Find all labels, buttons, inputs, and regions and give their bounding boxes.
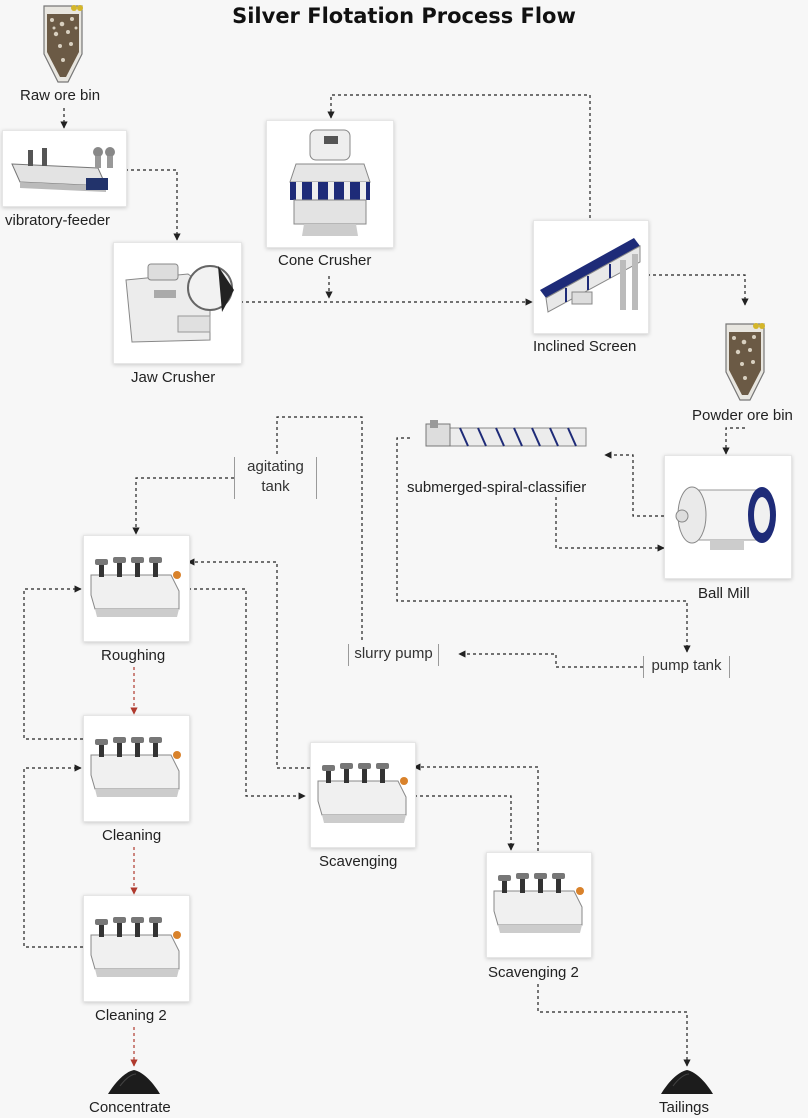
link-classifier-ballmill xyxy=(555,497,665,552)
agitating-tank-node: agitating tank xyxy=(234,457,317,499)
diagram-title: Silver Flotation Process Flow xyxy=(232,4,576,28)
link-cleaning-roughing xyxy=(23,585,83,740)
ore-bin-icon xyxy=(43,5,83,83)
concentrate-label: Concentrate xyxy=(89,1099,171,1116)
link-roughing-scavenging xyxy=(188,588,306,800)
agitating-tank-label-line2: tank xyxy=(261,478,290,495)
ore-pile-icon xyxy=(661,1070,713,1094)
spiral-classifier-icon xyxy=(425,420,587,447)
cone-crusher-icon xyxy=(289,129,371,236)
link-screen-cone xyxy=(327,94,591,218)
link-scavenging2-tailings xyxy=(537,984,691,1067)
scavenging-2-label: Scavenging 2 xyxy=(488,964,579,981)
raw-ore-bin-label: Raw ore bin xyxy=(20,87,101,104)
agitating-tank-label-line1: agitating xyxy=(247,458,304,475)
ore-bin-icon xyxy=(725,323,765,401)
slurry-pump-node: slurry pump xyxy=(348,644,439,666)
link-slurrypump-agitating xyxy=(276,416,363,640)
link-cleaning2-cleaning xyxy=(23,764,83,948)
roughing-label: Roughing xyxy=(101,647,166,664)
vibratory-feeder-label: vibratory-feeder xyxy=(5,212,111,229)
ore-pile-icon xyxy=(108,1070,160,1094)
flotation-cell-icon xyxy=(317,763,408,823)
flotation-cell-icon xyxy=(90,557,181,617)
link-scavenging2-scavenging xyxy=(413,763,539,851)
link-classifier-pumptank xyxy=(396,437,691,653)
inclined-screen-label: Inclined Screen xyxy=(533,338,637,355)
pump-tank-node: pump tank xyxy=(643,656,730,678)
link-pumptank-slurrypump xyxy=(458,650,643,668)
link-feeder-jaw xyxy=(125,169,181,241)
flotation-cell-icon xyxy=(90,737,181,797)
link-ballmill-classifier xyxy=(604,451,664,517)
slurry-pump-label: slurry pump xyxy=(354,645,433,662)
powder-ore-bin-label: Powder ore bin xyxy=(692,407,793,424)
link-powderbin-ballmill xyxy=(722,427,745,455)
link-screen-powderbin xyxy=(647,274,749,306)
vibratory-feeder-icon xyxy=(11,147,115,192)
ball-mill-icon xyxy=(675,486,776,550)
tailings-label: Tailings xyxy=(659,1099,710,1116)
flotation-cell-icon xyxy=(493,873,584,933)
cone-crusher-label: Cone Crusher xyxy=(278,252,372,269)
scavenging-label: Scavenging xyxy=(319,853,398,870)
ball-mill-label: Ball Mill xyxy=(698,585,750,602)
spiral-classifier-label: submerged-spiral-classifier xyxy=(407,479,587,496)
link-scavenging-roughing xyxy=(187,558,310,769)
flotation-cell-icon xyxy=(90,917,181,977)
link-scavenging-scavenging2 xyxy=(414,795,515,851)
jaw-crusher-icon xyxy=(125,263,234,343)
link-agitating-roughing xyxy=(132,477,234,535)
inclined-screen-icon xyxy=(540,238,641,313)
pump-tank-label: pump tank xyxy=(651,657,722,674)
cleaning-2-label: Cleaning 2 xyxy=(95,1007,167,1024)
cleaning-label: Cleaning xyxy=(102,827,162,844)
jaw-crusher-label: Jaw Crusher xyxy=(131,369,216,386)
